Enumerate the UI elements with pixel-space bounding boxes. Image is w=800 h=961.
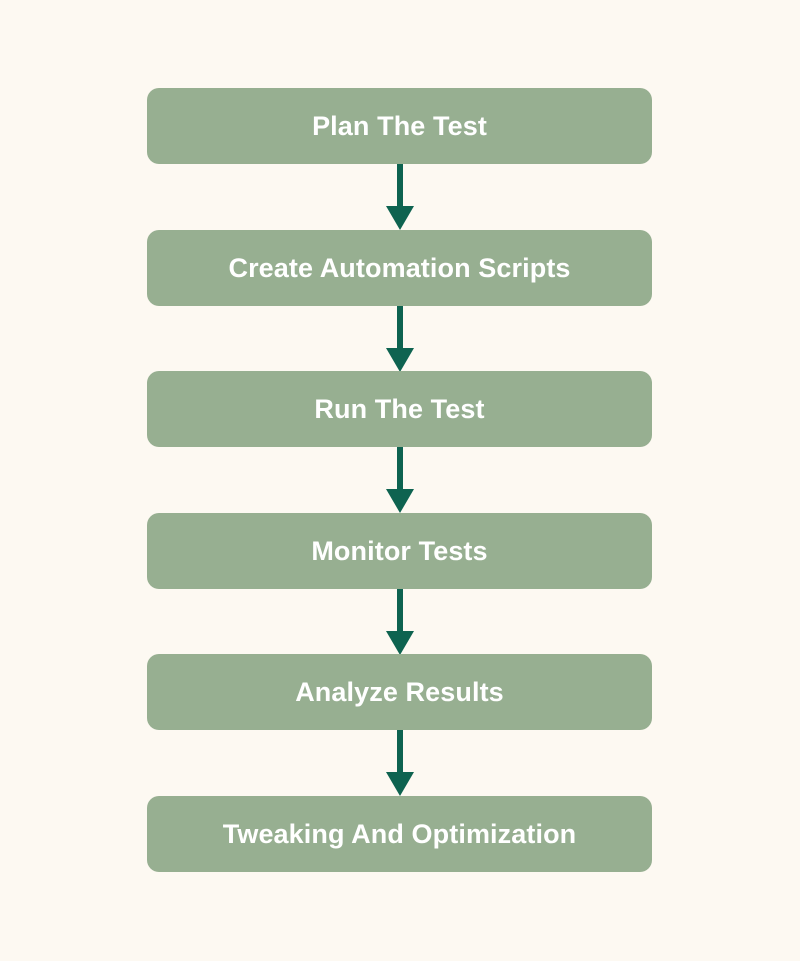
step-create-automation-scripts: Create Automation Scripts — [147, 230, 652, 306]
step-monitor-tests: Monitor Tests — [147, 513, 652, 589]
arrow-down-icon — [386, 447, 414, 513]
step-label: Run The Test — [314, 393, 485, 424]
arrow-down-icon — [386, 730, 414, 796]
step-analyze-results: Analyze Results — [147, 654, 652, 730]
step-label: Analyze Results — [295, 676, 504, 707]
step-plan-the-test: Plan The Test — [147, 88, 652, 164]
step-label: Create Automation Scripts — [228, 252, 571, 283]
step-tweaking-and-optimization: Tweaking And Optimization — [147, 796, 652, 872]
step-label: Monitor Tests — [311, 535, 488, 566]
step-run-the-test: Run The Test — [147, 371, 652, 447]
arrow-down-icon — [386, 164, 414, 230]
step-label: Tweaking And Optimization — [222, 818, 577, 849]
step-label: Plan The Test — [312, 110, 487, 141]
arrow-down-icon — [386, 306, 414, 372]
arrow-down-icon — [386, 589, 414, 655]
